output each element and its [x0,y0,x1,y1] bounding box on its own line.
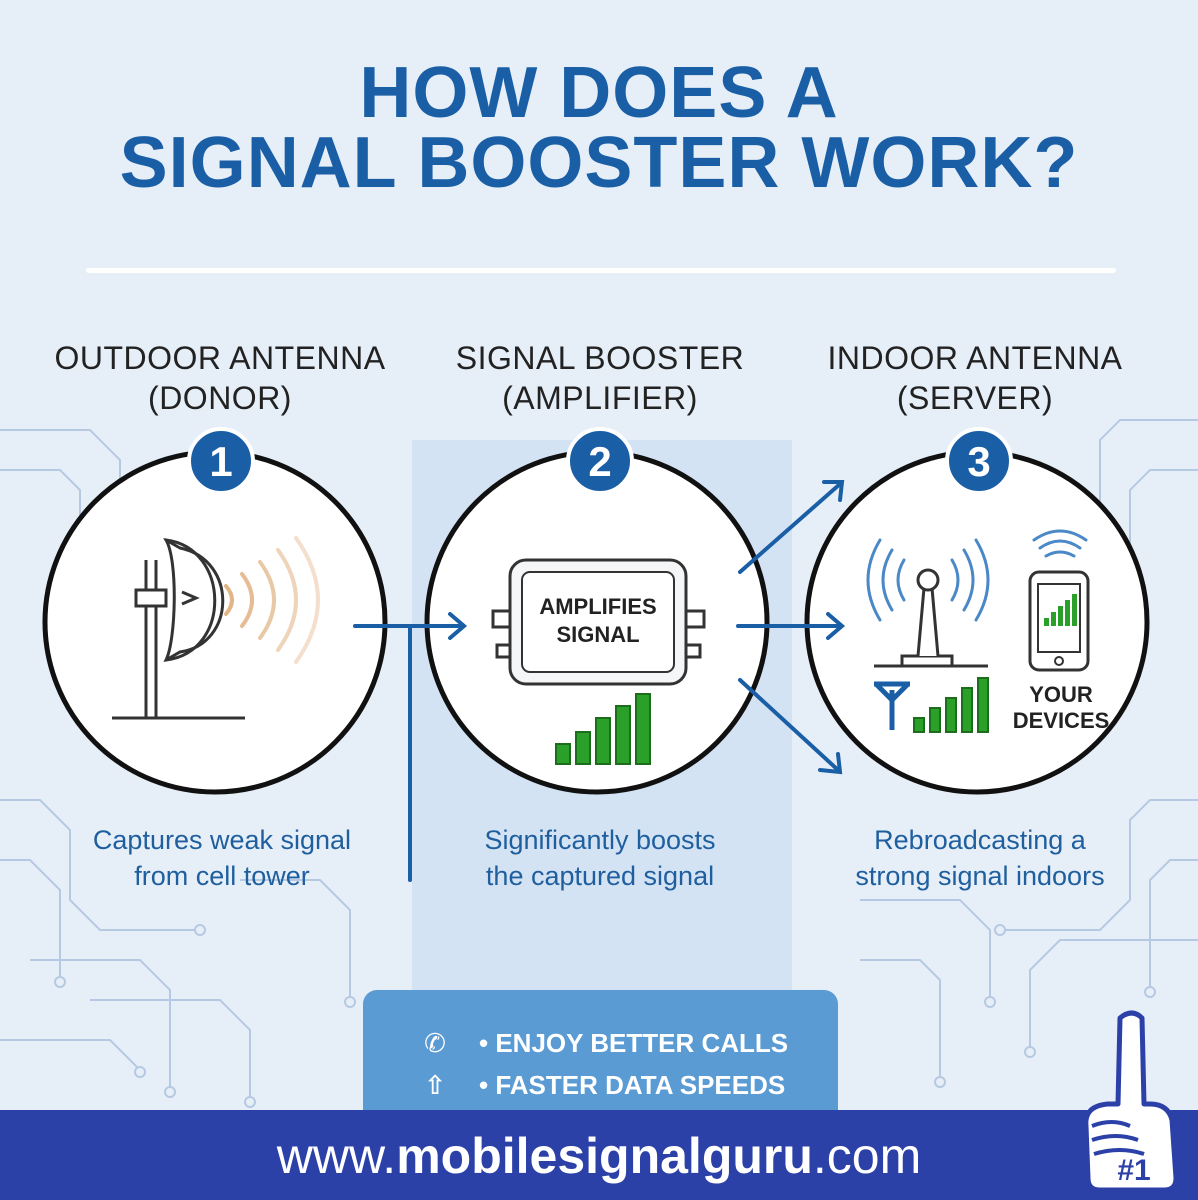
step-2-description: Significantly boosts the captured signal [420,822,780,894]
benefits-panel: ✆ • ENJOY BETTER CALLS ⇧ • FASTER DATA S… [363,990,838,1130]
indoor-antenna-icon [874,568,988,668]
amplifier-box-icon: AMPLIFIES SIGNAL [491,558,706,686]
step-3-description: Rebroadcasting a strong signal indoors [800,822,1160,894]
step-1-title-line2: (DONOR) [148,380,292,416]
url-suffix: .com [812,1128,922,1184]
arrow-up-icon: ⇧ [424,1070,446,1100]
footer-bar: www.mobilesignalguru.com [0,1110,1198,1200]
step-2-title: SIGNAL BOOSTER (AMPLIFIER) [420,338,780,418]
step-2-title-line2: (AMPLIFIER) [502,380,698,416]
phone-device-icon: YOUR DEVICES [1013,529,1110,733]
page-title: HOW DOES A SIGNAL BOOSTER WORK? [0,53,1198,203]
tower-signal-icon [874,677,989,733]
url-domain: mobilesignalguru [396,1128,813,1184]
step-3-circle [804,449,1150,795]
amplifier-label-line1: AMPLIFIES [539,594,656,619]
badge-label: #1 [1117,1154,1150,1187]
page-title-line1: HOW DOES A [359,53,839,133]
step-2-number: 2 [588,438,611,485]
step-3-desc-line1: Rebroadcasting a [874,825,1086,855]
amplifier-label-line2: SIGNAL [556,622,639,647]
weak-signal-waves-icon [224,536,320,664]
step-1-desc-line1: Captures weak signal [92,825,352,855]
step-3-number-badge: 3 [945,427,1013,495]
step-2-number-badge: 2 [566,427,634,495]
step-3-title: INDOOR ANTENNA (SERVER) [795,338,1155,418]
step-1-number-badge: 1 [187,427,255,495]
step-1-desc-line2: from cell tower [134,861,310,891]
benefit-better-calls: ✆ • ENJOY BETTER CALLS [415,1028,788,1058]
step-3-title-line2: (SERVER) [896,380,1054,416]
outdoor-antenna-icon [112,538,245,720]
your-devices-line1: YOUR [1029,682,1093,707]
step-3-title-line1: INDOOR ANTENNA [827,340,1123,376]
step-1-title-line1: OUTDOOR ANTENNA [54,340,386,376]
step-3-desc-line2: strong signal indoors [855,861,1105,891]
broadcast-waves-icon [866,538,990,622]
step-2-desc-line2: the captured signal [485,861,715,891]
step-2-desc-line1: Significantly boosts [484,825,716,855]
benefit-faster-data-label: • FASTER DATA SPEEDS [479,1070,786,1100]
number-one-foam-finger-icon: #1 [1083,1010,1179,1193]
phone-icon: ✆ [424,1028,446,1058]
strong-signal-bars-icon [555,693,651,765]
title-divider [86,268,1116,273]
step-1-circle [42,449,388,795]
footer-website-link[interactable]: www.mobilesignalguru.com [0,1128,1198,1184]
step-1-description: Captures weak signal from cell tower [42,822,402,894]
url-prefix: www. [276,1128,397,1184]
step-3-number: 3 [967,438,990,485]
benefit-better-calls-label: • ENJOY BETTER CALLS [479,1028,789,1058]
step-2-title-line1: SIGNAL BOOSTER [455,340,745,376]
step-1-number: 1 [209,438,232,485]
benefit-faster-data: ⇧ • FASTER DATA SPEEDS [415,1070,785,1100]
step-1-title: OUTDOOR ANTENNA (DONOR) [40,338,400,418]
page-title-line2: SIGNAL BOOSTER WORK? [119,123,1079,203]
your-devices-line2: DEVICES [1013,708,1110,733]
circuit-background [0,419,1198,1100]
flow-arrows [353,480,846,882]
